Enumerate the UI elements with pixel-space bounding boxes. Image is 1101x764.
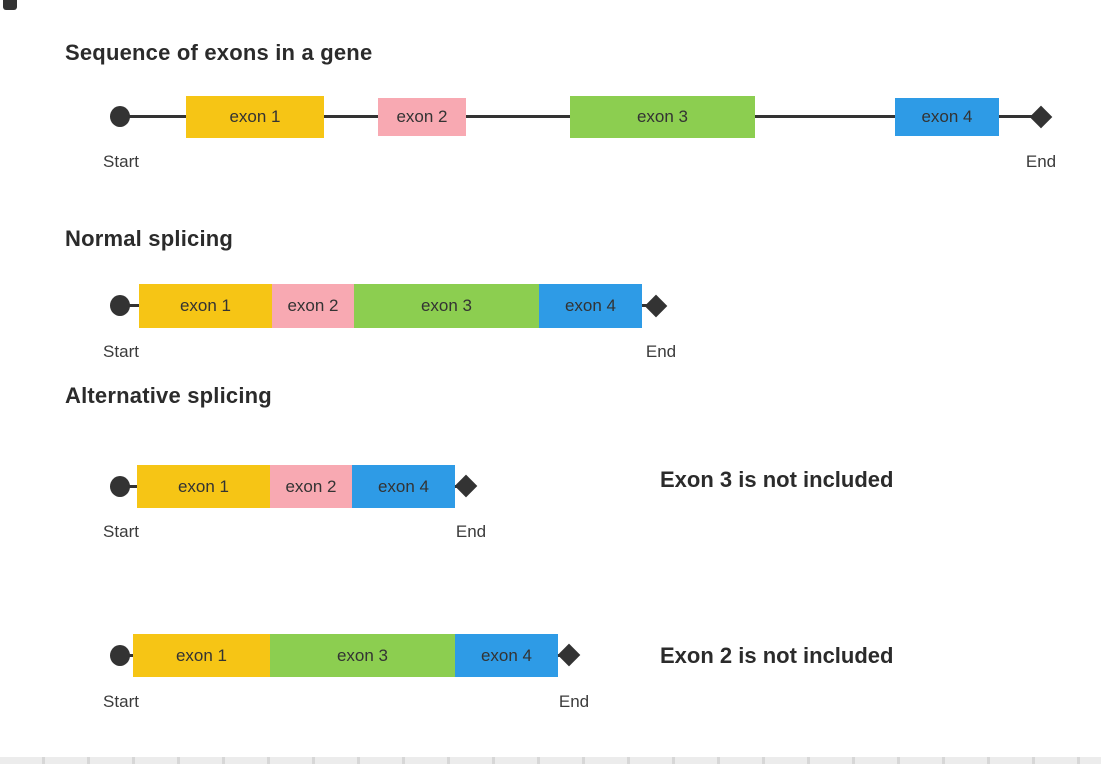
start-label: Start	[103, 152, 139, 171]
start-label: Start	[103, 692, 139, 711]
start-connector-line	[121, 485, 141, 488]
alt-splicing-variant-2-track: exon 1 exon 3 exon 4 Start End	[0, 634, 1101, 719]
exon-4-box: exon 4	[455, 634, 558, 677]
exon-1-box: exon 1	[139, 284, 272, 328]
corner-mark	[3, 0, 17, 10]
end-diamond	[1029, 105, 1053, 129]
gene-sequence-track: exon 1 exon 2 exon 3 exon 4 Start End	[0, 96, 1101, 181]
section-title-gene-sequence: Sequence of exons in a gene	[65, 40, 373, 65]
start-dot	[110, 106, 130, 127]
end-diamond	[557, 643, 581, 667]
start-label: Start	[103, 342, 139, 361]
variant-2-note: Exon 2 is not included	[660, 643, 894, 668]
end-label: End	[1025, 152, 1057, 171]
exon-3-box: exon 3	[270, 634, 455, 677]
end-diamond	[644, 294, 668, 318]
exon-3-box: exon 3	[354, 284, 539, 328]
bottom-edge-strip	[0, 757, 1101, 764]
exon-2-box: exon 2	[272, 284, 354, 328]
variant-1-note: Exon 3 is not included	[660, 467, 894, 492]
exon-4-box: exon 4	[895, 98, 999, 136]
start-connector-line	[121, 304, 146, 307]
exon-1-box: exon 1	[137, 465, 270, 508]
alt-splicing-variant-1-track: exon 1 exon 2 exon 4 Start End	[0, 465, 1101, 550]
start-dot	[110, 295, 130, 316]
exon-2-box: exon 2	[378, 98, 466, 136]
exon-4-box: exon 4	[352, 465, 455, 508]
end-label: End	[645, 342, 677, 361]
normal-splicing-track: exon 1 exon 2 exon 3 exon 4 Start End	[0, 284, 1101, 369]
section-title-normal-splicing: Normal splicing	[65, 226, 234, 251]
start-dot	[110, 645, 130, 666]
start-label: Start	[103, 522, 139, 541]
end-label: End	[455, 522, 487, 541]
end-diamond	[454, 474, 478, 498]
exon-4-box: exon 4	[539, 284, 642, 328]
exon-2-box: exon 2	[270, 465, 352, 508]
end-label: End	[558, 692, 590, 711]
exon-1-box: exon 1	[186, 96, 324, 138]
start-dot	[110, 476, 130, 497]
exon-3-box: exon 3	[570, 96, 755, 138]
exon-1-box: exon 1	[133, 634, 270, 677]
section-title-alternative-splicing: Alternative splicing	[65, 383, 272, 408]
